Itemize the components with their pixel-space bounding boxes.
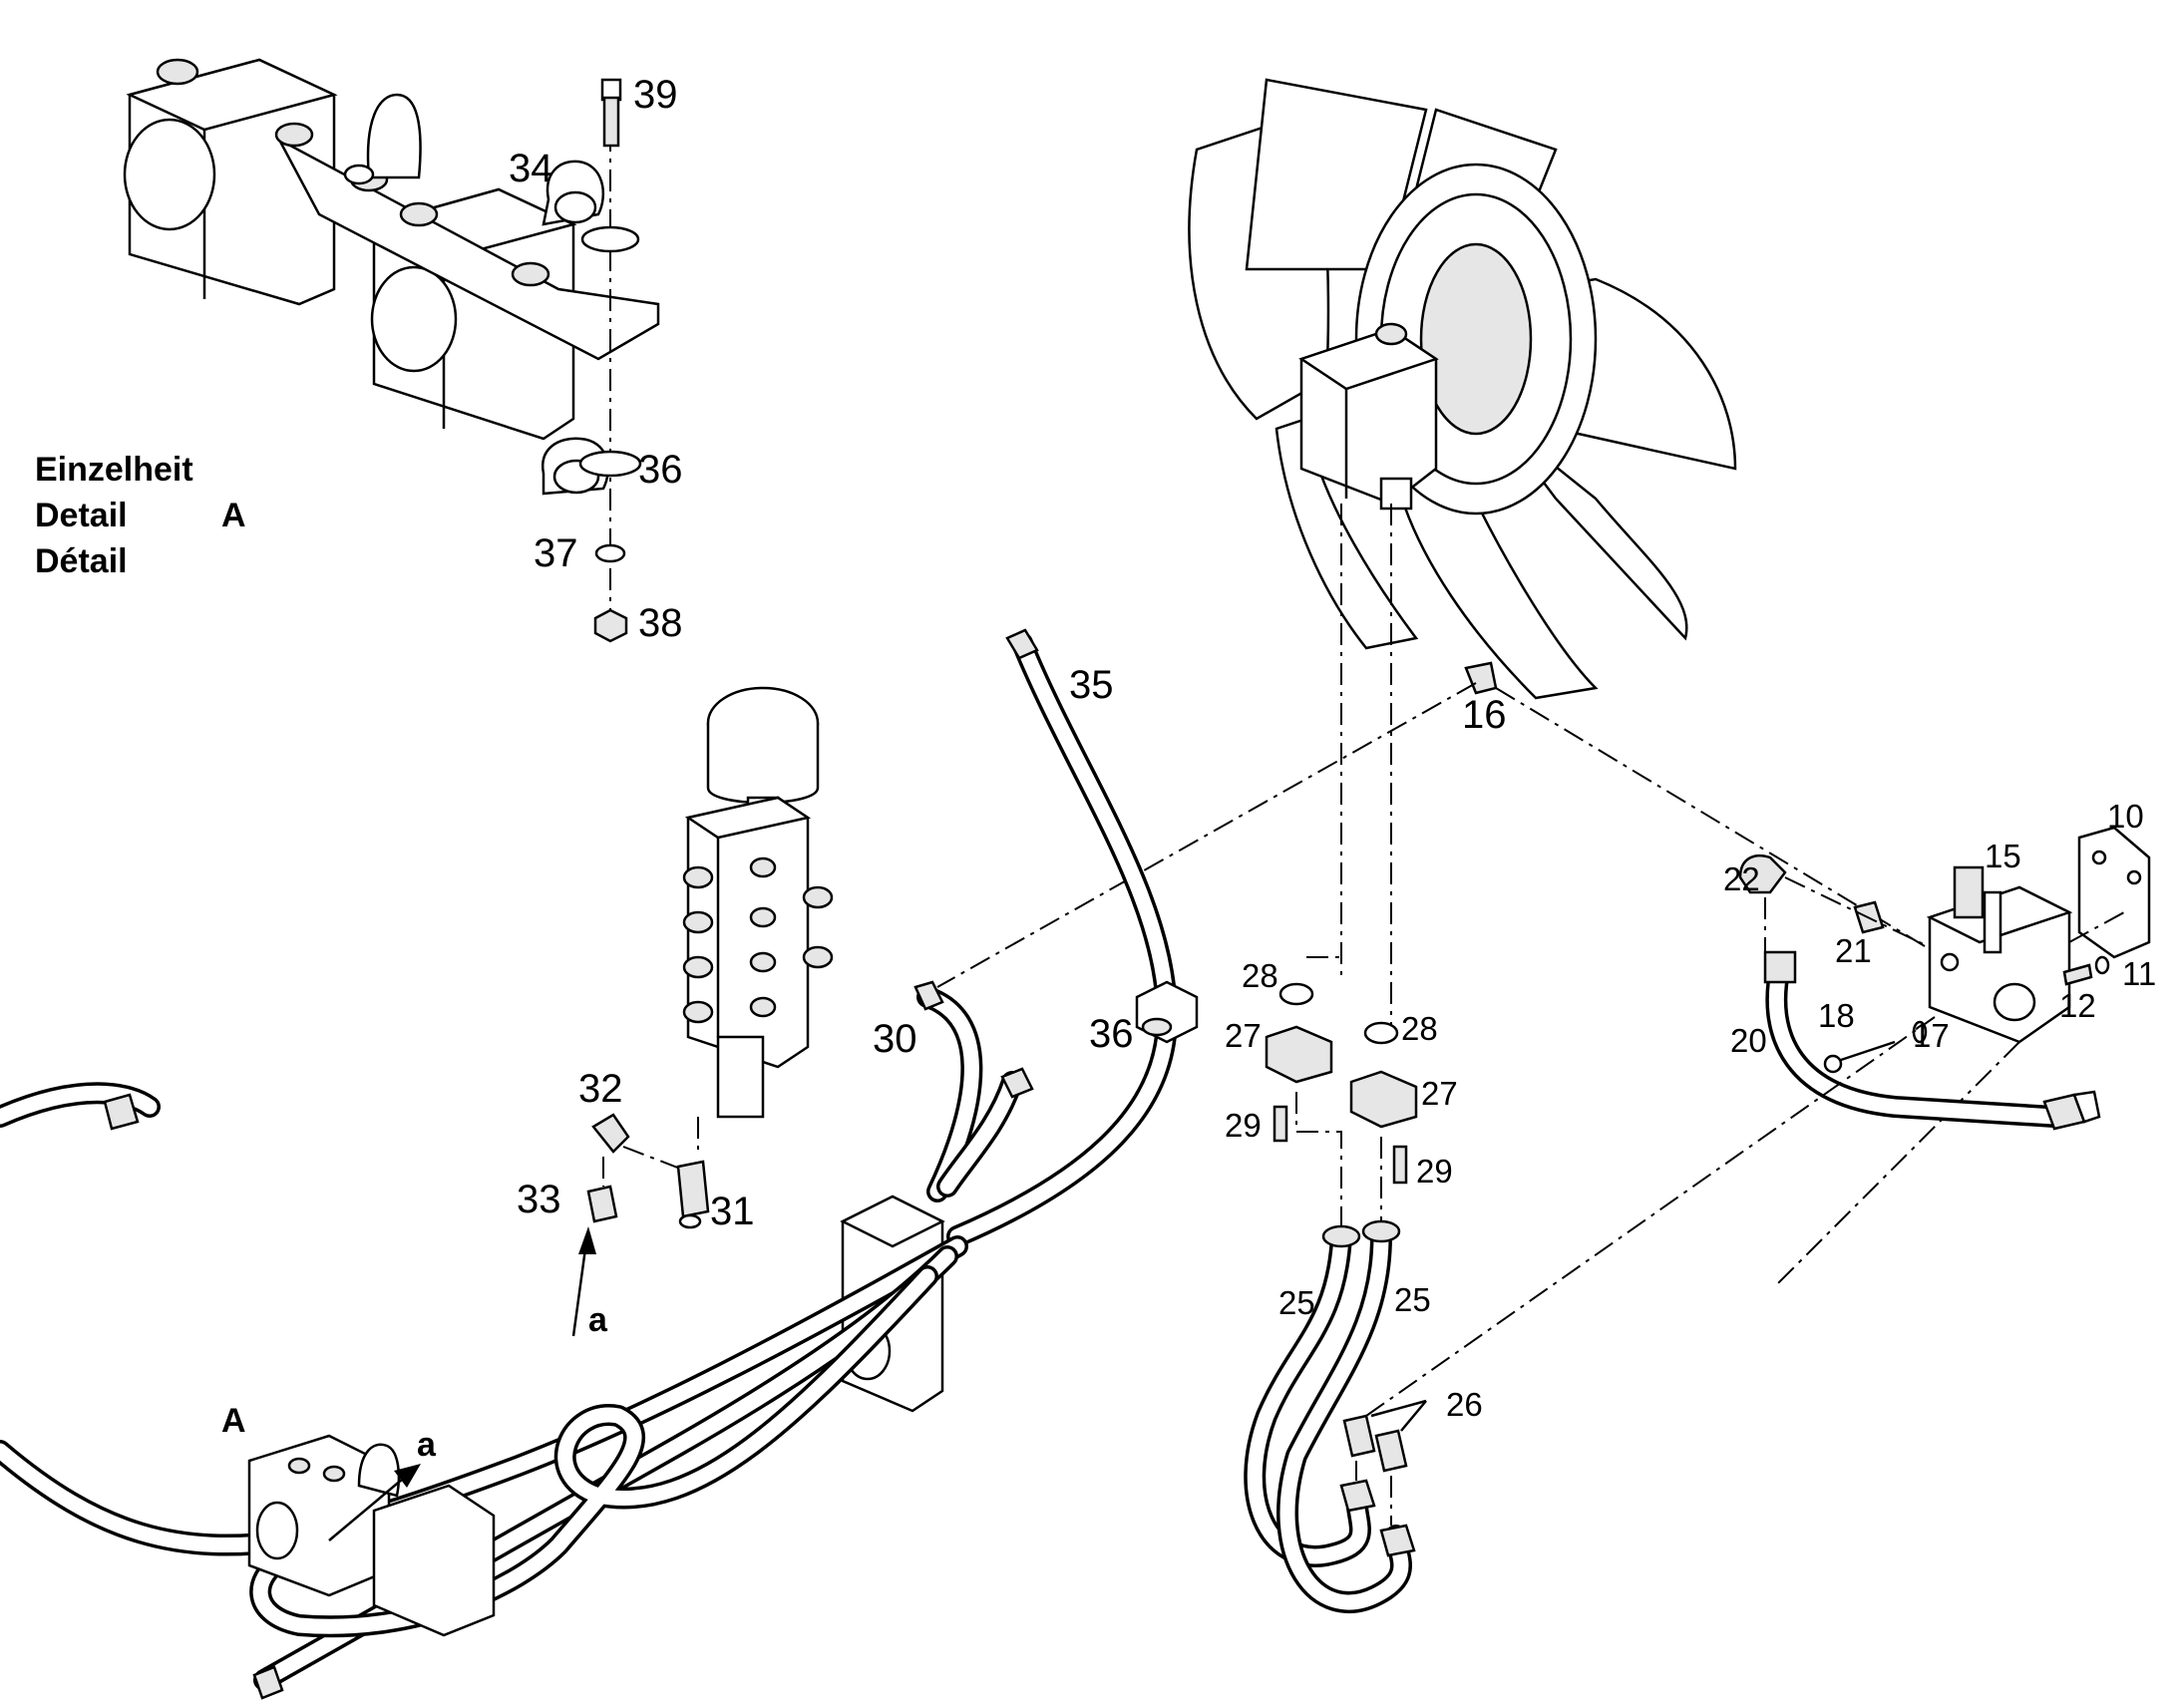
label-27-right: 27 [1421, 1075, 1458, 1112]
label-33: 33 [517, 1178, 561, 1221]
elbow-16 [1464, 661, 1498, 695]
detail-a-marker: A [221, 1402, 246, 1440]
bolt-29-left [1272, 1105, 1288, 1143]
label-35: 35 [1069, 663, 1114, 707]
label-16: 16 [1462, 693, 1507, 737]
label-26: 26 [1446, 1386, 1483, 1423]
detail-a-hardware [541, 78, 642, 643]
label-17: 17 [1913, 1017, 1950, 1054]
screw-12 [2062, 963, 2093, 986]
bolt-18 [1823, 1054, 1843, 1074]
bolt-29-right [1392, 1145, 1408, 1185]
label-29-left: 29 [1225, 1107, 1262, 1144]
washer-37 [594, 543, 626, 563]
label-29-right: 29 [1416, 1153, 1453, 1190]
detail-caption-line2: Detail [35, 497, 128, 534]
label-31: 31 [710, 1190, 755, 1233]
label-21: 21 [1835, 932, 1872, 969]
oring-28-right [1363, 1021, 1399, 1045]
axis-line-16-to-30 [936, 682, 1477, 988]
label-11: 11 [2122, 955, 2156, 992]
plate-10 [2077, 826, 2151, 959]
hoses-25 [1244, 1219, 1416, 1613]
label-22: 22 [1723, 860, 1760, 897]
label-12: 12 [2059, 987, 2096, 1024]
label-25-left: 25 [1278, 1284, 1315, 1321]
label-37: 37 [534, 531, 578, 575]
label-27-left: 27 [1225, 1017, 1262, 1054]
flange-27-left [1265, 1025, 1333, 1084]
label-15: 15 [1985, 838, 2021, 874]
axis-line-16-to-15 [1495, 687, 1936, 953]
label-28-left: 28 [1242, 957, 1278, 994]
nut-38 [593, 608, 628, 643]
clamp-block-lower-left [247, 1434, 496, 1637]
valve-assembly [1738, 826, 2151, 1287]
label-25-right: 25 [1394, 1281, 1431, 1318]
solenoid-15 [1953, 865, 1985, 919]
label-36-top: 36 [638, 448, 683, 492]
arrow-a-upper [571, 1226, 596, 1337]
label-30: 30 [873, 1017, 917, 1061]
fitting-33 [586, 1185, 618, 1223]
tee-31 [676, 1160, 710, 1218]
clip-36-lower [1135, 980, 1199, 1044]
label-36-bottom: 36 [1089, 1012, 1134, 1056]
hose-30 [913, 980, 1034, 1202]
label-18: 18 [1818, 997, 1855, 1034]
fittings-31-33 [586, 1113, 710, 1229]
arrow-a-lower [328, 1464, 421, 1541]
washer-11 [2094, 955, 2110, 975]
detail-caption-line3: Détail [35, 542, 128, 580]
view-markers: A a a [221, 1301, 608, 1464]
valve-stack [682, 686, 834, 1157]
bolt-39-thread [602, 96, 620, 148]
elbow-22 [1738, 854, 1787, 894]
arrow-a-label-upper: a [588, 1301, 608, 1339]
label-38: 38 [638, 601, 683, 645]
part-number-labels: 39 34 36 37 38 35 16 30 36 32 33 31 28 2… [509, 73, 2156, 1423]
label-32: 32 [578, 1067, 623, 1111]
flange-27-right [1349, 1070, 1418, 1129]
flange-fittings [1265, 982, 1418, 1226]
detail-caption: Einzelheit Detail A Détail [35, 451, 246, 580]
hose-20 [1763, 950, 2101, 1131]
label-10: 10 [2107, 798, 2144, 835]
label-34: 34 [509, 147, 553, 190]
label-28-right: 28 [1401, 1010, 1438, 1047]
oring-28-left [1278, 982, 1314, 1006]
detail-a-clamp-assembly [123, 58, 660, 441]
label-20: 20 [1730, 1022, 1767, 1059]
label-39: 39 [633, 73, 678, 117]
arrow-a-label-lower: a [417, 1426, 437, 1464]
fan-assembly [1188, 78, 1737, 700]
detail-caption-letter: A [221, 497, 246, 534]
adapters-26 [1342, 1016, 1936, 1526]
detail-caption-line1: Einzelheit [35, 451, 193, 489]
elbow-32 [591, 1113, 630, 1154]
